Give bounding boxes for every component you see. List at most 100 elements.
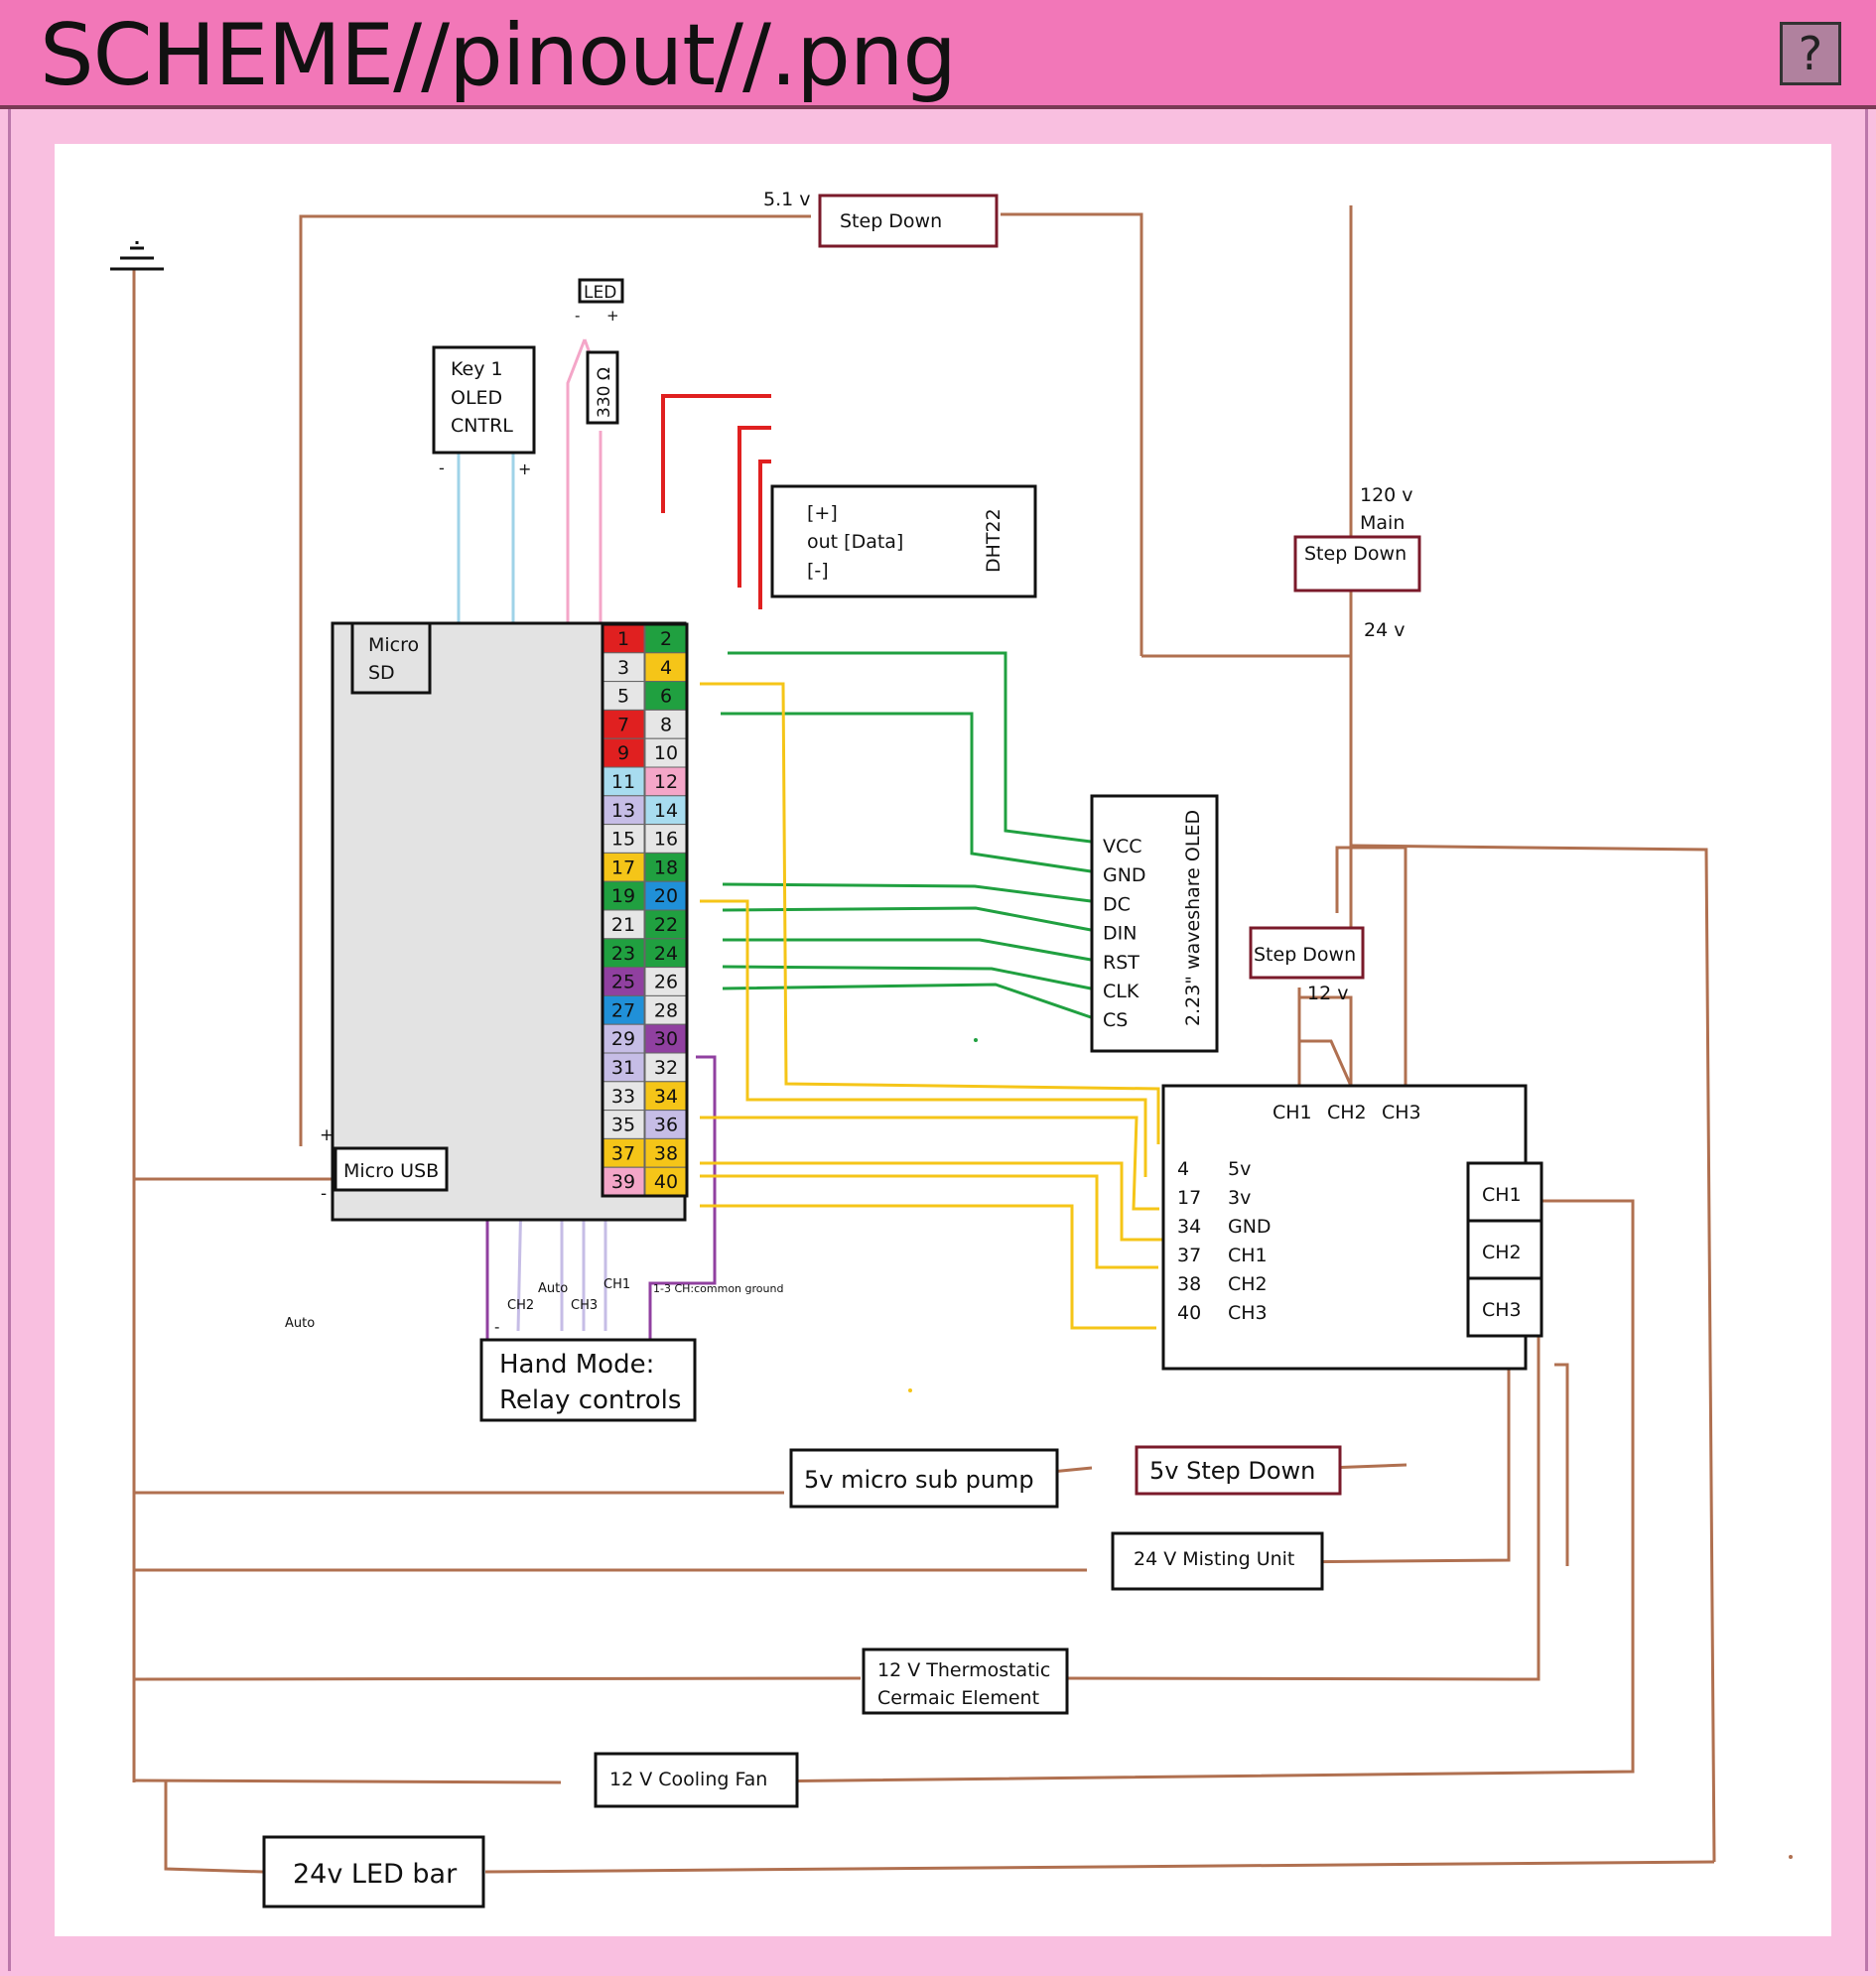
gpio-pin-label: 39 [611, 1171, 635, 1193]
gpio-pin-label: 32 [654, 1057, 678, 1079]
title-bar: SCHEME//pinout//.png ? [0, 0, 1876, 109]
relay-channel-label: CH3 [1482, 1299, 1522, 1321]
gpio-pin [644, 994, 688, 1025]
thermostatic-element [862, 1647, 1069, 1715]
usb-minus-label: - [321, 1184, 327, 1204]
micro-sd-label-2: SD [368, 662, 395, 684]
key1-plus-label: + [518, 460, 531, 478]
gpio-pin-label: 31 [611, 1057, 635, 1079]
gpio-pin-label: 34 [654, 1086, 678, 1108]
relay-channel-label: CH1 [1482, 1184, 1522, 1206]
gpio-pin [644, 1052, 688, 1083]
micro-sub-pump [789, 1448, 1059, 1509]
key1-label-3: CNTRL [451, 415, 513, 437]
stray-dot [908, 1388, 912, 1392]
stray-dot [974, 1038, 978, 1042]
gpio-pin-label: 30 [654, 1028, 678, 1050]
key1-label-2: OLED [451, 387, 502, 409]
resistor-330 [586, 350, 619, 425]
gpio-pin-label: 35 [611, 1115, 635, 1136]
gpio-pin-label: 21 [611, 914, 635, 936]
gpio-pin-label: 38 [654, 1142, 678, 1164]
relay-pin-function: CH1 [1228, 1245, 1268, 1266]
oled-pin-label: RST [1103, 952, 1139, 974]
dht22-sensor [770, 484, 1037, 598]
gpio-pin-label: 24 [654, 943, 678, 965]
gpio-pin [644, 681, 688, 711]
gpio-pin-label: 13 [611, 800, 635, 822]
step-down-top-label: Step Down [840, 210, 942, 232]
gpio-pin [644, 967, 688, 996]
gpio-pin-label: 23 [611, 943, 635, 965]
step-down-5v-label: 5v Step Down [1149, 1457, 1315, 1485]
gpio-pin [602, 1023, 645, 1054]
gpio-pin-label: 3 [617, 657, 629, 679]
hand-mode-minus: - [494, 1318, 499, 1336]
hm-ch1-label: CH1 [603, 1277, 630, 1292]
relay-board [1161, 1084, 1528, 1371]
relay-channel-terminal [1466, 1276, 1543, 1338]
gpio-pin-label: 15 [611, 829, 635, 851]
key1-minus-label: - [439, 459, 445, 477]
relay-pin-function: 3v [1228, 1187, 1251, 1209]
misting-label: 24 V Misting Unit [1134, 1548, 1294, 1570]
hm-auto-label: Auto [538, 1281, 568, 1296]
voltage-5-1-label: 5.1 v [763, 189, 811, 210]
gpio-pin-label: 10 [654, 742, 678, 764]
relay-top-channel: CH3 [1382, 1102, 1421, 1123]
main-label: Main [1360, 512, 1405, 534]
gpio-pin-label: 37 [611, 1142, 635, 1164]
oled-pin-label: CS [1103, 1009, 1128, 1031]
green-wires [721, 651, 1092, 1019]
gpio-pin-label: 1 [617, 628, 629, 650]
gpio-pin [644, 1166, 688, 1197]
gpio-pin [644, 1137, 688, 1168]
gpio-pin-label: 19 [611, 885, 635, 907]
gpio-pin [602, 1081, 645, 1112]
led-minus-label: - [575, 307, 580, 325]
gpio-pin [602, 938, 645, 969]
hand-mode-label-1: Hand Mode: [499, 1350, 654, 1380]
gpio-pin-label: 28 [654, 999, 678, 1021]
hm-ch2-label: CH2 [507, 1298, 534, 1313]
relay-pin-number: 4 [1177, 1158, 1189, 1180]
hand-mode-relay-controls[interactable] [479, 1338, 697, 1422]
auto-left-label: Auto [285, 1316, 315, 1331]
led-plus-label: + [606, 307, 619, 325]
thermo-label-1: 12 V Thermostatic [877, 1659, 1050, 1681]
help-button[interactable]: ? [1780, 22, 1841, 85]
relay-pin-number: 17 [1177, 1187, 1201, 1209]
gpio-pin-label: 17 [611, 856, 635, 878]
gpio-pin-label: 27 [611, 999, 635, 1021]
oled-pin-label: CLK [1103, 981, 1139, 1002]
led-bar [262, 1835, 485, 1909]
gpio-pin-label: 6 [660, 686, 672, 708]
gpio-header: 1357911131517192123252729313335373924681… [601, 622, 689, 1198]
gpio-pin-label: 7 [617, 714, 629, 735]
key1-oled-control [432, 345, 536, 455]
waveshare-oled [1090, 794, 1219, 1053]
relay-pin-function: CH3 [1228, 1302, 1268, 1324]
led-bar-label: 24v LED bar [293, 1859, 458, 1890]
gpio-pin [644, 652, 688, 683]
gpio-pin-label: 8 [660, 714, 672, 735]
gpio-pin-label: 16 [654, 829, 678, 851]
micro-sd-label-1: Micro [368, 634, 419, 656]
gpio-pin-label: 9 [617, 742, 629, 764]
hm-ch3-label: CH3 [571, 1298, 598, 1313]
micro-usb-label: Micro USB [343, 1160, 439, 1182]
micro-usb-port[interactable] [334, 1146, 449, 1192]
relay-pin-function: 5v [1228, 1158, 1251, 1180]
gpio-pin-label: 5 [617, 686, 629, 708]
misting-unit [1111, 1531, 1324, 1591]
gpio-pin [602, 824, 645, 854]
dht-pin-data: out [Data] [807, 531, 903, 553]
gpio-pin [602, 737, 645, 768]
relay-channel-label: CH2 [1482, 1242, 1522, 1263]
window-frame [8, 109, 1868, 1971]
dht22-label: DHT22 [983, 508, 1005, 573]
